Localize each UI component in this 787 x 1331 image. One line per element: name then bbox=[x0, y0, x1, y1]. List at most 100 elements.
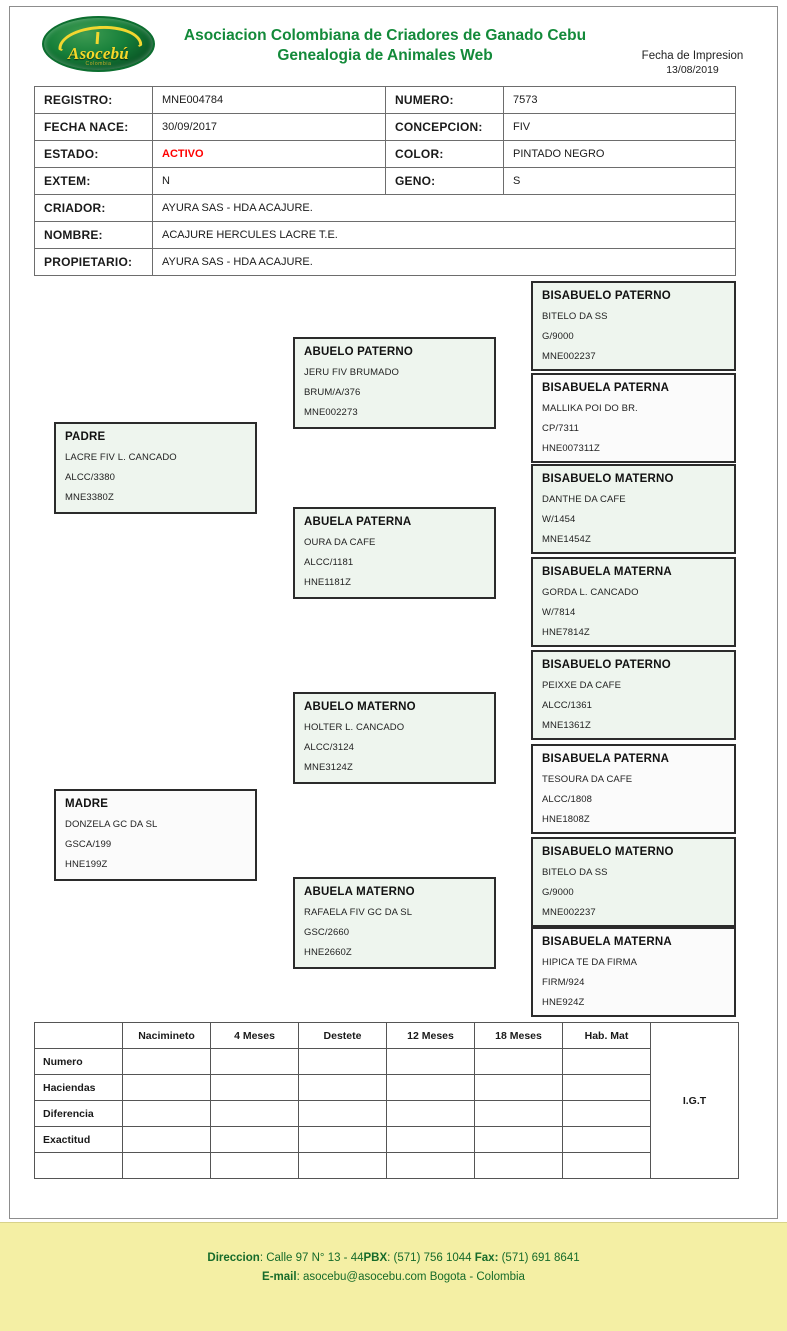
meas-cell[interactable] bbox=[386, 1152, 475, 1179]
animal-info-table: REGISTRO: MNE004784 NUMERO: 7573 FECHA N… bbox=[34, 86, 736, 276]
meas-cell[interactable] bbox=[122, 1126, 211, 1153]
footer-pbx-label: PBX bbox=[363, 1252, 388, 1264]
box-name: LACRE FIV L. CANCADO bbox=[65, 452, 177, 463]
meas-row-label-numero: Numero bbox=[34, 1048, 123, 1075]
estado-label: ESTADO: bbox=[34, 140, 153, 168]
pedigree-box-bisabuelo-paterno-1: BISABUELO PATERNO BITELO DA SS G/9000 MN… bbox=[531, 281, 736, 371]
box-code: ALCC/3124 bbox=[304, 742, 355, 753]
meas-cell[interactable] bbox=[474, 1100, 563, 1127]
meas-cell[interactable] bbox=[386, 1074, 475, 1101]
pedigree-box-abuela-paterna: ABUELA PATERNA OURA DA CAFE ALCC/1181 HN… bbox=[293, 507, 496, 599]
color-label: COLOR: bbox=[385, 140, 504, 168]
meas-row-label-haciendas: Haciendas bbox=[34, 1074, 123, 1101]
footer-fax-value: (571) 691 8641 bbox=[498, 1252, 580, 1264]
box-title: BISABUELO MATERNO bbox=[542, 846, 674, 858]
box-title: MADRE bbox=[65, 798, 109, 810]
pedigree-box-madre: MADRE DONZELA GC DA SL GSCA/199 HNE199Z bbox=[54, 789, 257, 881]
box-title: BISABUELO PATERNO bbox=[542, 290, 671, 302]
meas-cell[interactable] bbox=[474, 1048, 563, 1075]
meas-col-18-meses: 18 Meses bbox=[474, 1022, 563, 1049]
logo-wordmark: Asocebú bbox=[68, 44, 129, 63]
pedigree-box-bisabuela-paterna-1: BISABUELA PATERNA MALLIKA POI DO BR. CP/… bbox=[531, 373, 736, 463]
box-reg: HNE2660Z bbox=[304, 947, 352, 958]
box-name: JERU FIV BRUMADO bbox=[304, 367, 400, 378]
meas-cell[interactable] bbox=[474, 1152, 563, 1179]
meas-row-label-exactitud: Exactitud bbox=[34, 1126, 123, 1153]
meas-cell[interactable] bbox=[474, 1126, 563, 1153]
box-title: BISABUELO MATERNO bbox=[542, 473, 674, 485]
pedigree-box-bisabuela-materna-2: BISABUELA MATERNA HIPICA TE DA FIRMA FIR… bbox=[531, 927, 736, 1017]
footer-email-label: E-mail bbox=[262, 1271, 297, 1283]
meas-cell[interactable] bbox=[298, 1048, 387, 1075]
meas-cell[interactable] bbox=[562, 1126, 651, 1153]
meas-cell[interactable] bbox=[298, 1100, 387, 1127]
meas-col-hab-mat: Hab. Mat bbox=[562, 1022, 651, 1049]
table-row: EXTEM: N GENO: S bbox=[34, 167, 736, 195]
meas-col-destete: Destete bbox=[298, 1022, 387, 1049]
meas-col-igt: I.G.T bbox=[650, 1022, 739, 1179]
box-reg: MNE002273 bbox=[304, 407, 358, 418]
pedigree-box-abuelo-paterno: ABUELO PATERNO JERU FIV BRUMADO BRUM/A/3… bbox=[293, 337, 496, 429]
meas-cell[interactable] bbox=[562, 1074, 651, 1101]
meas-cell[interactable] bbox=[562, 1048, 651, 1075]
footer-pbx-value: : (571) 756 1044 bbox=[387, 1252, 475, 1264]
box-title: BISABUELA MATERNA bbox=[542, 936, 672, 948]
box-code: CP/7311 bbox=[542, 423, 579, 434]
meas-cell[interactable] bbox=[562, 1100, 651, 1127]
meas-col-blank bbox=[34, 1022, 123, 1049]
pedigree-box-bisabuela-materna-1: BISABUELA MATERNA GORDA L. CANCADO W/781… bbox=[531, 557, 736, 647]
meas-cell[interactable] bbox=[298, 1074, 387, 1101]
document-footer: Direccion: Calle 97 N° 13 - 44PBX: (571)… bbox=[0, 1222, 787, 1331]
box-code: BRUM/A/376 bbox=[304, 387, 361, 398]
meas-cell[interactable] bbox=[122, 1152, 211, 1179]
meas-cell[interactable] bbox=[562, 1152, 651, 1179]
box-reg: HNE1808Z bbox=[542, 814, 590, 825]
table-row: CRIADOR: AYURA SAS - HDA ACAJURE. bbox=[34, 194, 736, 222]
meas-cell[interactable] bbox=[210, 1152, 299, 1179]
meas-cell[interactable] bbox=[210, 1126, 299, 1153]
propietario-label: PROPIETARIO: bbox=[34, 248, 153, 276]
numero-value: 7573 bbox=[503, 86, 736, 114]
box-reg: MNE002237 bbox=[542, 351, 596, 362]
box-code: W/1454 bbox=[542, 514, 576, 525]
box-title: ABUELO MATERNO bbox=[304, 701, 416, 713]
meas-cell[interactable] bbox=[122, 1074, 211, 1101]
footer-direccion-value: : Calle 97 N° 13 - 44 bbox=[259, 1252, 364, 1264]
meas-cell[interactable] bbox=[474, 1074, 563, 1101]
registro-value: MNE004784 bbox=[152, 86, 386, 114]
box-code: ALCC/1181 bbox=[304, 557, 354, 568]
box-title: BISABUELA PATERNA bbox=[542, 753, 670, 765]
box-name: BITELO DA SS bbox=[542, 311, 608, 322]
geno-label: GENO: bbox=[385, 167, 504, 195]
meas-cell[interactable] bbox=[386, 1100, 475, 1127]
meas-cell[interactable] bbox=[210, 1074, 299, 1101]
extem-label: EXTEM: bbox=[34, 167, 153, 195]
footer-direccion-label: Direccion bbox=[207, 1252, 260, 1264]
meas-cell[interactable] bbox=[210, 1048, 299, 1075]
table-row: ESTADO: ACTIVO COLOR: PINTADO NEGRO bbox=[34, 140, 736, 168]
meas-cell[interactable] bbox=[386, 1126, 475, 1153]
propietario-value: AYURA SAS - HDA ACAJURE. bbox=[152, 248, 736, 276]
meas-cell[interactable] bbox=[298, 1126, 387, 1153]
box-title: ABUELO PATERNO bbox=[304, 346, 414, 358]
box-reg: MNE002237 bbox=[542, 907, 596, 918]
table-row: FECHA NACE: 30/09/2017 CONCEPCION: FIV bbox=[34, 113, 736, 141]
nombre-value: ACAJURE HERCULES LACRE T.E. bbox=[152, 221, 736, 249]
table-row: Diferencia bbox=[34, 1100, 739, 1127]
box-code: ALCC/1361 bbox=[542, 700, 593, 711]
fecha-nace-value: 30/09/2017 bbox=[152, 113, 386, 141]
box-reg: MNE1361Z bbox=[542, 720, 591, 731]
meas-cell[interactable] bbox=[122, 1048, 211, 1075]
nombre-label: NOMBRE: bbox=[34, 221, 153, 249]
criador-label: CRIADOR: bbox=[34, 194, 153, 222]
box-reg: HNE924Z bbox=[542, 997, 585, 1008]
table-row: NOMBRE: ACAJURE HERCULES LACRE T.E. bbox=[34, 221, 736, 249]
footer-email-value[interactable]: : asocebu@asocebu.com Bogota - Colombia bbox=[296, 1271, 525, 1283]
meas-cell[interactable] bbox=[298, 1152, 387, 1179]
meas-cell[interactable] bbox=[210, 1100, 299, 1127]
box-title: ABUELA MATERNO bbox=[304, 886, 415, 898]
meas-cell[interactable] bbox=[386, 1048, 475, 1075]
document-subtitle: Genealogia de Animales Web bbox=[277, 47, 493, 64]
box-title: ABUELA PATERNA bbox=[304, 516, 412, 528]
meas-cell[interactable] bbox=[122, 1100, 211, 1127]
